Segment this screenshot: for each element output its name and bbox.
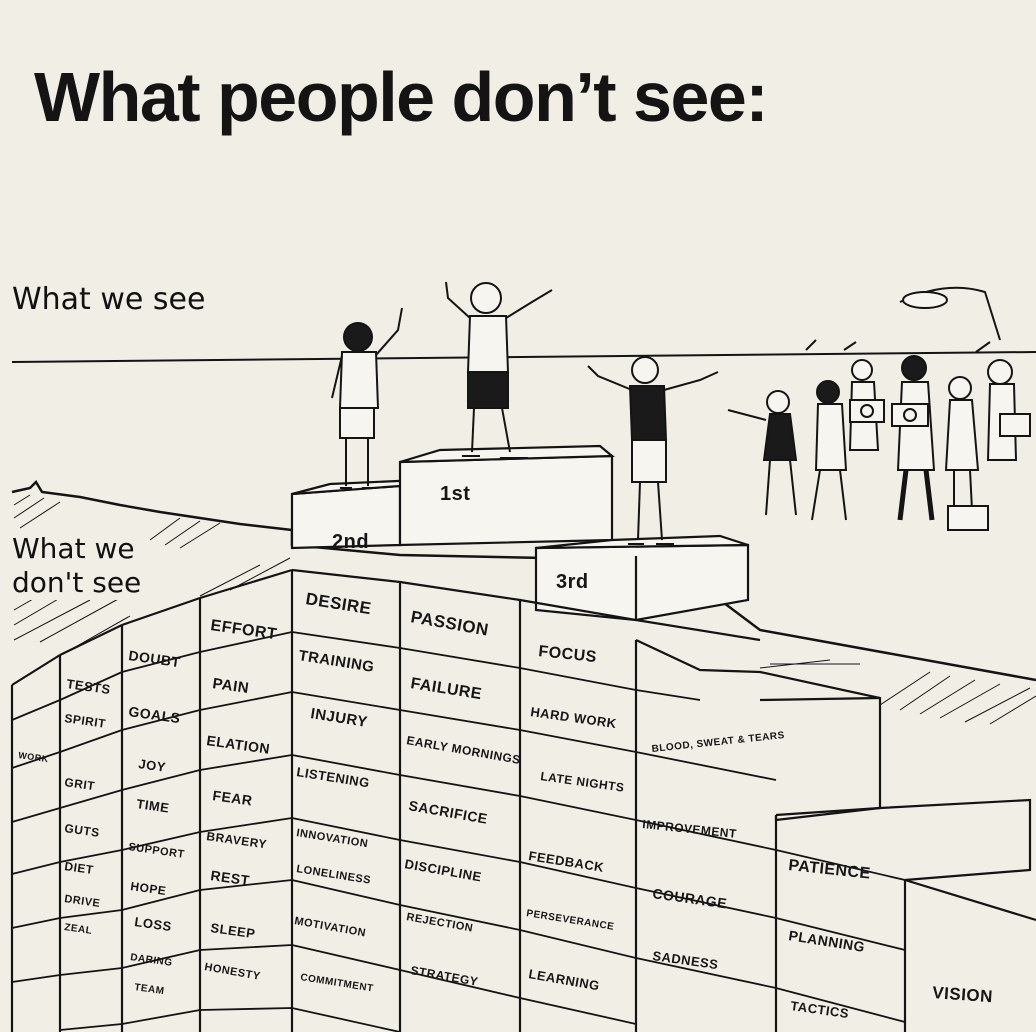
soil-hatching	[13, 494, 1036, 725]
block-word: TESTS	[66, 676, 112, 697]
block-word: EARLY MORNINGS	[405, 733, 521, 767]
block-word: GOALS	[128, 703, 182, 726]
block-word: GUTS	[64, 821, 101, 840]
what-we-dont-see-label: What we don't see	[10, 532, 146, 600]
block-word: HONESTY	[203, 961, 261, 983]
block-word: LATE NIGHTS	[540, 769, 626, 795]
block-words: DESIRE PASSION EFFORT TRAINING FOCUS DOU…	[18, 589, 994, 1021]
block-word: DISCIPLINE	[403, 856, 482, 884]
what-we-see-label: What we see	[12, 282, 206, 317]
second-place-athlete	[331, 307, 403, 489]
block-word: FEAR	[212, 787, 254, 808]
block-word: DRIVE	[64, 893, 101, 910]
block-word: HARD WORK	[530, 704, 618, 731]
block-word: SUPPORT	[128, 841, 186, 861]
block-word: TRAINING	[297, 647, 375, 676]
block-word: PATIENCE	[788, 857, 872, 883]
block-word: PERSEVERANCE	[526, 908, 615, 933]
block-word: HOPE	[130, 879, 168, 898]
podium	[290, 444, 750, 622]
block-word: JOY	[138, 756, 167, 775]
block-word: INJURY	[309, 705, 368, 731]
block-word: ELATION	[206, 732, 272, 757]
first-place-athlete	[445, 281, 553, 459]
block-word: COURAGE	[652, 885, 729, 911]
podium-third-label: 3rd	[556, 571, 589, 593]
podium-first-label: 1st	[440, 483, 470, 505]
block-word: DIET	[64, 859, 95, 877]
block-word: FEEDBACK	[528, 848, 606, 875]
block-word: TIME	[136, 796, 171, 815]
block-wall	[10, 568, 1036, 1032]
block-word: VISION	[932, 983, 994, 1006]
block-word: REJECTION	[405, 911, 474, 935]
block-word: EFFORT	[209, 617, 278, 643]
third-place-athlete	[587, 356, 719, 545]
dont-see-line-2: don't see	[12, 566, 142, 599]
horizon-line	[11, 351, 1036, 363]
block-word: PAIN	[211, 675, 250, 697]
block-rows	[11, 631, 906, 1032]
block-word: REST	[210, 867, 251, 888]
block-word: STRATEGY	[409, 963, 479, 989]
block-word: PASSION	[409, 607, 490, 639]
block-word: ZEAL	[64, 922, 93, 937]
dont-see-line-1: What we	[12, 532, 135, 565]
headline: What people don’t see:	[34, 58, 769, 136]
block-word: FAILURE	[409, 675, 483, 703]
podium-second-label: 2nd	[332, 531, 369, 553]
block-word: WORK	[18, 750, 50, 764]
block-word: LOSS	[134, 914, 173, 934]
block-word: SACRIFICE	[407, 797, 489, 827]
block-word: IMPROVEMENT	[642, 817, 738, 841]
block-word: BRAVERY	[206, 829, 268, 851]
block-word: FOCUS	[538, 643, 598, 666]
block-word: DOUBT	[128, 647, 182, 670]
block-word: TACTICS	[790, 998, 850, 1021]
block-word: TEAM	[134, 982, 166, 997]
block-word: DARING	[130, 952, 174, 969]
block-word: SPIRIT	[64, 711, 107, 731]
block-word: COMMITMENT	[300, 972, 375, 994]
crowd-of-fans	[727, 286, 1031, 531]
block-word: DESIRE	[304, 589, 372, 618]
block-word: LEARNING	[527, 966, 600, 993]
block-word: GRIT	[64, 775, 96, 793]
block-word: MOTIVATION	[293, 915, 366, 939]
block-word: BLOOD, SWEAT & TEARS	[651, 730, 785, 755]
block-word: SLEEP	[210, 920, 257, 941]
